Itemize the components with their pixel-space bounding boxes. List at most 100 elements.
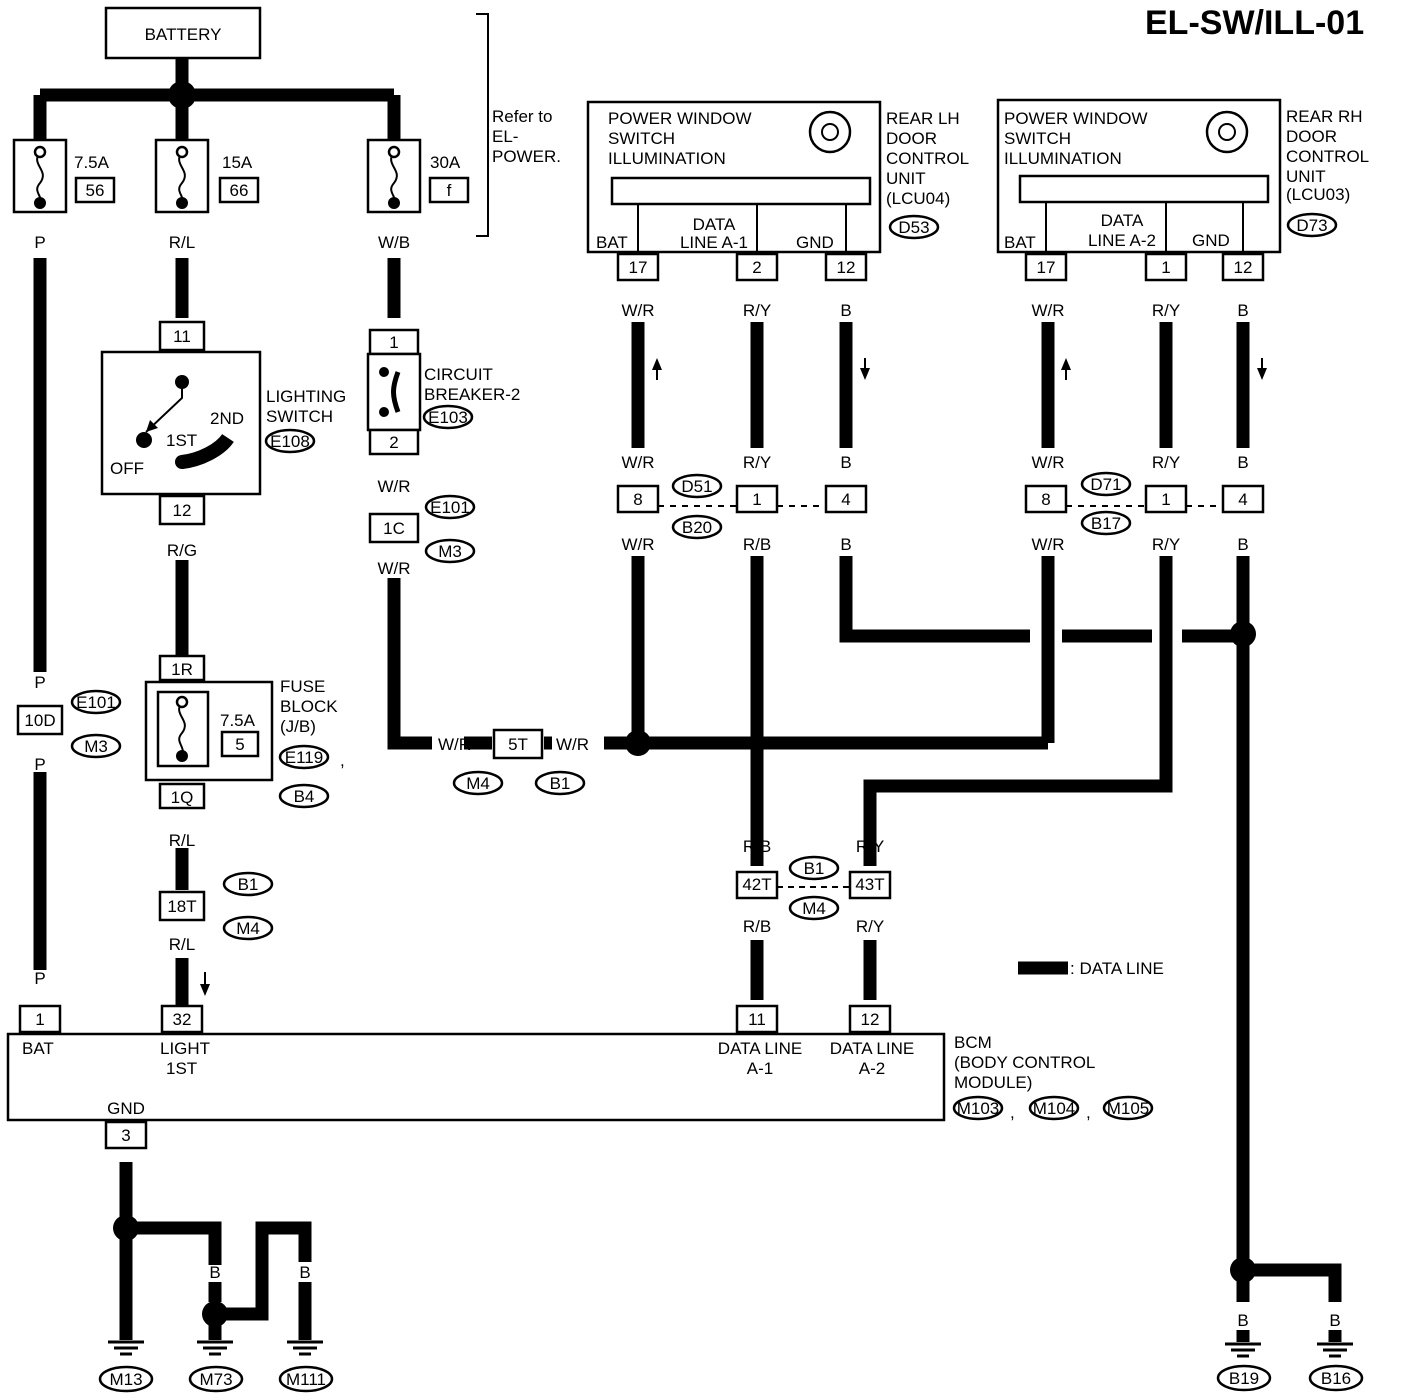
rear-lh-name-3: CONTROL <box>886 149 969 168</box>
fuse-56: 7.5A 56 P <box>12 138 116 252</box>
fuse-block-conn-e119: E119 <box>285 748 323 767</box>
fuse-66-number: 66 <box>230 181 249 200</box>
rear-lh-name-5: (LCU04) <box>886 189 950 208</box>
lh-b-bot: B <box>840 535 851 554</box>
circuit-breaker-name-2: BREAKER-2 <box>424 385 520 404</box>
svg-text:,: , <box>1010 1103 1015 1122</box>
p-label-1: P <box>34 673 45 692</box>
data-lines <box>750 322 1173 1000</box>
rear-lh-term-line: LINE A-1 <box>680 233 748 252</box>
wires <box>33 58 1342 1321</box>
rear-lh-connector: D53 <box>898 218 929 237</box>
rear-rh-box-line-1: POWER WINDOW <box>1004 109 1148 128</box>
circuit-breaker-pin-in: 1 <box>389 333 398 352</box>
lh-wr-mid: W/R <box>621 453 654 472</box>
rear-lh-term-bat: BAT <box>596 233 628 252</box>
joint-10d-label: 10D <box>24 711 55 730</box>
rear-lh-pin-bat: 17 <box>629 258 648 277</box>
rear-lh-pin-data: 2 <box>752 258 761 277</box>
ground-m111: M111 <box>286 1370 326 1389</box>
rh-b-mid: B <box>1237 453 1248 472</box>
wr-label-cb: W/R <box>377 477 410 496</box>
conn-m105: M105 <box>1107 1099 1150 1118</box>
fuse-block-conn-b4: B4 <box>294 787 315 806</box>
rh-wr-mid: W/R <box>1031 453 1064 472</box>
rear-lh-name-2: DOOR <box>886 129 937 148</box>
fuse-block: 1R 7.5A 5 1Q FUSE BLOCK (J/B) E119 , B4 … <box>144 654 345 996</box>
rh-wr-bot: W/R <box>1031 535 1064 554</box>
bcm-term-light-2: 1ST <box>166 1059 197 1078</box>
conn-m4-a: M4 <box>466 774 490 793</box>
ry-label-43t-top: R/Y <box>856 837 884 856</box>
bcm-pin-light: 32 <box>173 1010 192 1029</box>
wr-label-5t-right: W/R <box>556 735 589 754</box>
rear-lh-box-line-2: SWITCH <box>608 129 675 148</box>
fuse-block-name-1: FUSE <box>280 677 325 696</box>
refer-bracket <box>476 13 489 237</box>
rear-lh-pin-gnd: 12 <box>837 258 856 277</box>
fuse-f-wire: W/B <box>378 233 410 252</box>
bcm-term-light-1: LIGHT <box>160 1039 210 1058</box>
lighting-switch-pin-in: 11 <box>173 327 191 346</box>
lighting-switch-2nd: 2ND <box>210 409 244 428</box>
svg-text:,: , <box>340 751 345 770</box>
bcm: 1 32 11 12 BAT LIGHT 1ST DATA LINE A-1 D… <box>6 1004 1154 1150</box>
joint-42t-43t: R/B R/Y 42T 43T B1 M4 R/B R/Y <box>735 837 892 936</box>
circuit-breaker-name-1: CIRCUIT <box>424 365 493 384</box>
fuse-block-name-2: BLOCK <box>280 697 338 716</box>
rh-wr-top: W/R <box>1031 301 1064 320</box>
joint-5t: W/R 5T W/R M4 B1 <box>438 728 589 796</box>
bcm-pin-bat: 1 <box>35 1010 44 1029</box>
conn-m3-b: M3 <box>84 737 108 756</box>
lighting-switch-name-2: SWITCH <box>266 407 333 426</box>
rh-ry-top: R/Y <box>1152 301 1180 320</box>
rear-rh-term-gnd: GND <box>1192 231 1230 250</box>
diagram-title: EL-SW/ILL-01 <box>1145 4 1364 42</box>
circuit-breaker-connector: E103 <box>428 408 468 427</box>
fuse-66-wire: R/L <box>169 233 195 252</box>
rear-rh-name-4: UNIT <box>1286 167 1326 186</box>
fuse-block-number: 5 <box>235 735 244 754</box>
ground-b19: B19 <box>1229 1369 1259 1388</box>
rb-label-42t-top: R/B <box>743 837 771 856</box>
joint-1c: 1C <box>383 519 405 538</box>
wr-label-cb2: W/R <box>377 559 410 578</box>
conn-b20: B20 <box>682 518 712 537</box>
rear-rh-door-control-unit: POWER WINDOW SWITCH ILLUMINATION BAT DAT… <box>996 98 1369 554</box>
bcm-pin-a1: 11 <box>748 1010 766 1029</box>
lighting-switch-off: OFF <box>110 459 144 478</box>
lh-ry-top: R/Y <box>743 301 771 320</box>
fuse-block-pin-in: 1R <box>171 660 193 679</box>
fuse-56-rating: 7.5A <box>74 153 110 172</box>
lh-joint-1: 1 <box>752 490 761 509</box>
gnd-b-7: B <box>1329 1311 1340 1330</box>
lighting-switch-pin-out: 12 <box>173 501 192 520</box>
gnd-b-2: B <box>120 1263 131 1282</box>
p-label-2: P <box>34 755 45 774</box>
wr-label-5t-left: W/R <box>438 735 471 754</box>
conn-m4-b: M4 <box>802 899 826 918</box>
joint-42t-label: 42T <box>742 875 771 894</box>
refer-line-1: Refer to <box>492 107 552 126</box>
fuse-66: 15A 66 R/L <box>154 138 260 252</box>
ground-m73: M73 <box>199 1370 232 1389</box>
rl-label-2: R/L <box>169 935 195 954</box>
fuse-56-wire: P <box>34 233 45 252</box>
p-label-3: P <box>34 969 45 988</box>
ground-b16: B16 <box>1321 1369 1351 1388</box>
rear-rh-term-line: LINE A-2 <box>1088 231 1156 250</box>
grounds: B B B B B B B M13 M73 M111 B19 B16 <box>98 1169 1364 1393</box>
rear-rh-name-5: (LCU03) <box>1286 185 1350 204</box>
bcm-term-a1-1: DATA LINE <box>718 1039 802 1058</box>
rear-lh-box-line-1: POWER WINDOW <box>608 109 752 128</box>
bcm-term-a1-2: A-1 <box>747 1059 773 1078</box>
fuse-block-rating: 7.5A <box>220 711 256 730</box>
rear-lh-term-data: DATA <box>693 215 736 234</box>
fuse-56-number: 56 <box>86 181 105 200</box>
battery-label: BATTERY <box>145 25 222 44</box>
lh-b-mid: B <box>840 453 851 472</box>
gnd-b-1: B <box>120 1169 131 1188</box>
lh-joint-8: 8 <box>633 490 642 509</box>
svg-text:,: , <box>1086 1103 1091 1122</box>
